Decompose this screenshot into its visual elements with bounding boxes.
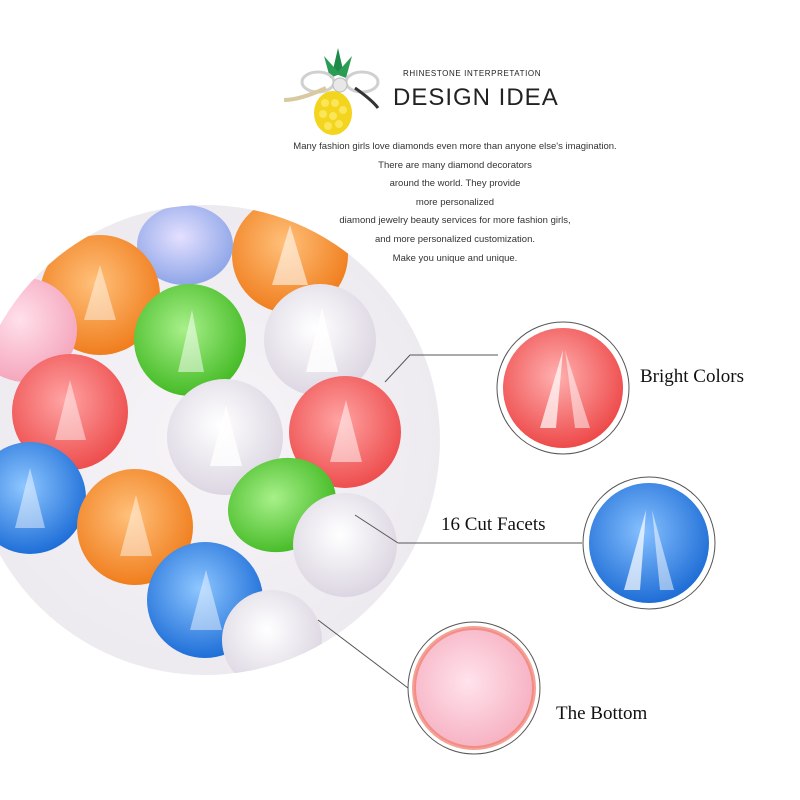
connector-line-bottom (317, 619, 409, 689)
rhinestone-orange (77, 469, 193, 585)
connector-line-bright-colors (384, 354, 498, 383)
intro-line: more personalized (415, 196, 495, 208)
intro-line: and more personalized customization. (374, 233, 535, 245)
rhinestone-pink (0, 278, 77, 382)
header-eyebrow: RHINESTONE INTERPRETATION (403, 69, 542, 78)
rhinestone-white (293, 493, 397, 597)
pineapple-bow (283, 70, 380, 109)
cut-facets-detail-image (582, 476, 716, 610)
feature-label-cut-facets: 16 Cut Facets (441, 514, 546, 535)
intro-line: around the world. They provide (389, 178, 521, 190)
pineapple-leaves (324, 48, 352, 78)
intro-line: There are many diamond decorators (378, 159, 532, 171)
rhinestone-white (167, 379, 283, 495)
intro-line: Make you unique and unique. (392, 252, 518, 264)
rhinestone-red (289, 376, 401, 488)
feature-label-bottom: The Bottom (556, 703, 648, 724)
pineapple-body (314, 91, 352, 135)
rhinestone-blue (0, 442, 86, 554)
bright-colors-detail-image (496, 321, 630, 455)
rhinestone-green (134, 284, 246, 396)
header-title: DESIGN IDEA (393, 84, 559, 111)
rhinestone-red (12, 354, 128, 470)
rhinestone-blue (137, 205, 233, 285)
connector-line-cut-facets (354, 514, 399, 544)
intro-line: Many fashion girls love diamonds even mo… (293, 141, 617, 152)
intro-text: Many fashion girls love diamonds even mo… (250, 138, 660, 268)
bottom-detail-image (407, 621, 541, 755)
intro-line: diamond jewelry beauty services for more… (339, 215, 571, 227)
feature-label-bright-colors: Bright Colors (640, 366, 744, 387)
rhinestone-white (264, 284, 376, 396)
